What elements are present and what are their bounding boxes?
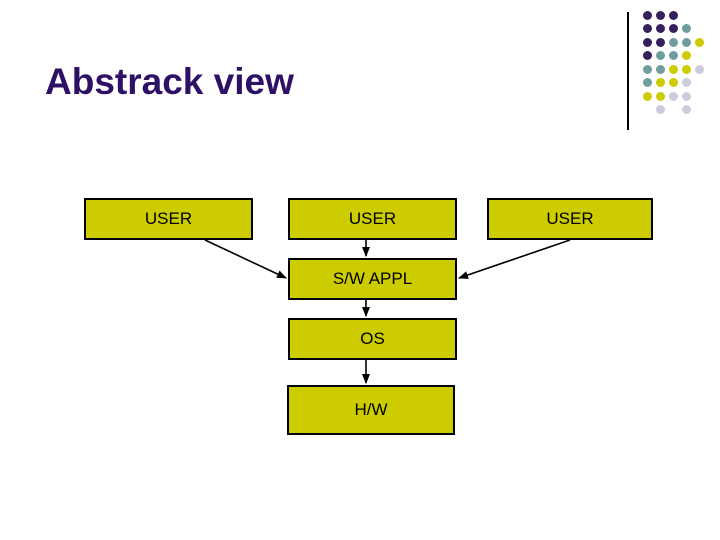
diagram-box-hw: H/W [287,385,455,435]
decoration-dot [655,64,665,74]
decoration-dot [668,24,678,33]
decoration-dot [655,10,665,20]
decoration-dot [655,37,665,47]
decoration-dot [694,64,704,74]
slide-title: Abstrack view [45,61,294,102]
diagram-box-sw-appl: S/W APPL [288,258,457,300]
decoration-vertical-line [627,12,629,130]
diagram-box-label: H/W [354,400,388,419]
decoration-dot [668,51,678,60]
diagram-box-label: S/W APPL [332,269,413,288]
decoration-dot [668,91,678,101]
diagram-box-label: OS [360,329,385,348]
decoration-dot [655,24,665,33]
decoration-dot [642,24,652,33]
decoration-dot [681,78,691,87]
decoration-dot [681,24,691,33]
decoration-dot [642,64,652,74]
decoration-dot [681,64,691,74]
decoration-dot [681,91,691,101]
diagram-box-label: USER [546,209,594,228]
decoration-dot [681,105,691,114]
arrow-user-left-to-sw-appl [204,239,287,279]
decoration-dot [655,78,665,87]
decoration-dot [668,37,678,47]
diagram-box-label: USER [144,209,193,228]
decoration-dot [668,10,678,20]
diagram-box-user-middle: USER [288,198,457,240]
arrow-user-right-to-sw-appl [458,239,571,279]
decoration-dot [681,51,691,60]
diagram-box-label: USER [348,209,397,228]
diagram-box-user-left: USER [84,198,253,240]
diagram-box-os: OS [288,318,457,360]
decoration-dot [642,10,652,20]
decoration-dot [642,91,652,101]
decoration-dot [694,37,704,47]
decoration-dot [668,78,678,87]
decoration-dot [642,37,652,47]
decoration-dot [642,51,652,60]
decoration-dot [655,91,665,101]
decoration-dot [642,78,652,87]
decoration-dot [655,51,665,60]
decoration-dot [668,64,678,74]
decoration-dot [681,37,691,47]
decoration-dot [655,105,665,114]
diagram-box-user-right: USER [487,198,653,240]
